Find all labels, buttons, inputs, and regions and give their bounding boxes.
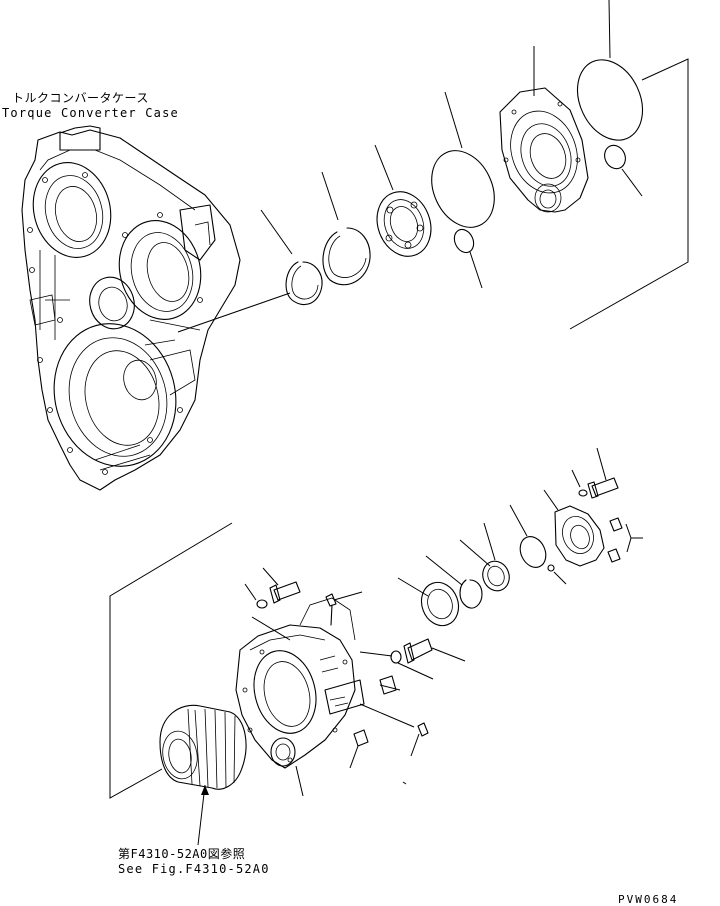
gasket-upper-right [576,0,644,141]
gasket-upper [431,91,495,228]
plug-fittings-right [607,517,643,563]
shim-lower [483,504,547,568]
small-bolt-top [325,591,363,626]
assembly-bracket-lower [109,522,233,799]
drawing-code: PVW0684 [618,893,679,906]
case-label-jp: トルクコンバータケース [12,91,149,105]
bolt-washer-lower-left [244,567,301,609]
bolt-washer-middle [390,638,466,680]
small-bolt-lower [359,703,429,757]
snap-ring-lower [425,555,483,609]
snap-ring-upper-small [321,171,371,286]
small-pins [349,729,407,785]
transmission-housing-lower [235,597,365,797]
cover-plate-upper [499,46,589,213]
reference-label-en: See Fig.F4310-52A0 [118,862,270,876]
alignment-line-upper [177,292,291,333]
o-ring-upper-left [453,228,483,289]
splined-coupling [159,704,247,846]
reference-arrow [201,785,209,795]
collar-lower [459,539,510,592]
bolt-washer-lower-right [571,447,619,499]
plug-middle [379,675,401,695]
alignment-line-lower [359,651,393,657]
reference-label-jp: 第F4310-52A0図参照 [118,847,246,861]
cover-plate-lower [543,489,605,567]
bearing-lower [397,577,460,627]
torque-converter-case [21,125,241,491]
o-ring-lower [547,564,567,585]
o-ring-upper-right [604,144,643,197]
snap-ring-upper-large [260,209,323,305]
assembly-bracket-upper [569,58,689,330]
case-label-en: Torque Converter Case [2,106,179,120]
bearing-upper [374,144,432,257]
